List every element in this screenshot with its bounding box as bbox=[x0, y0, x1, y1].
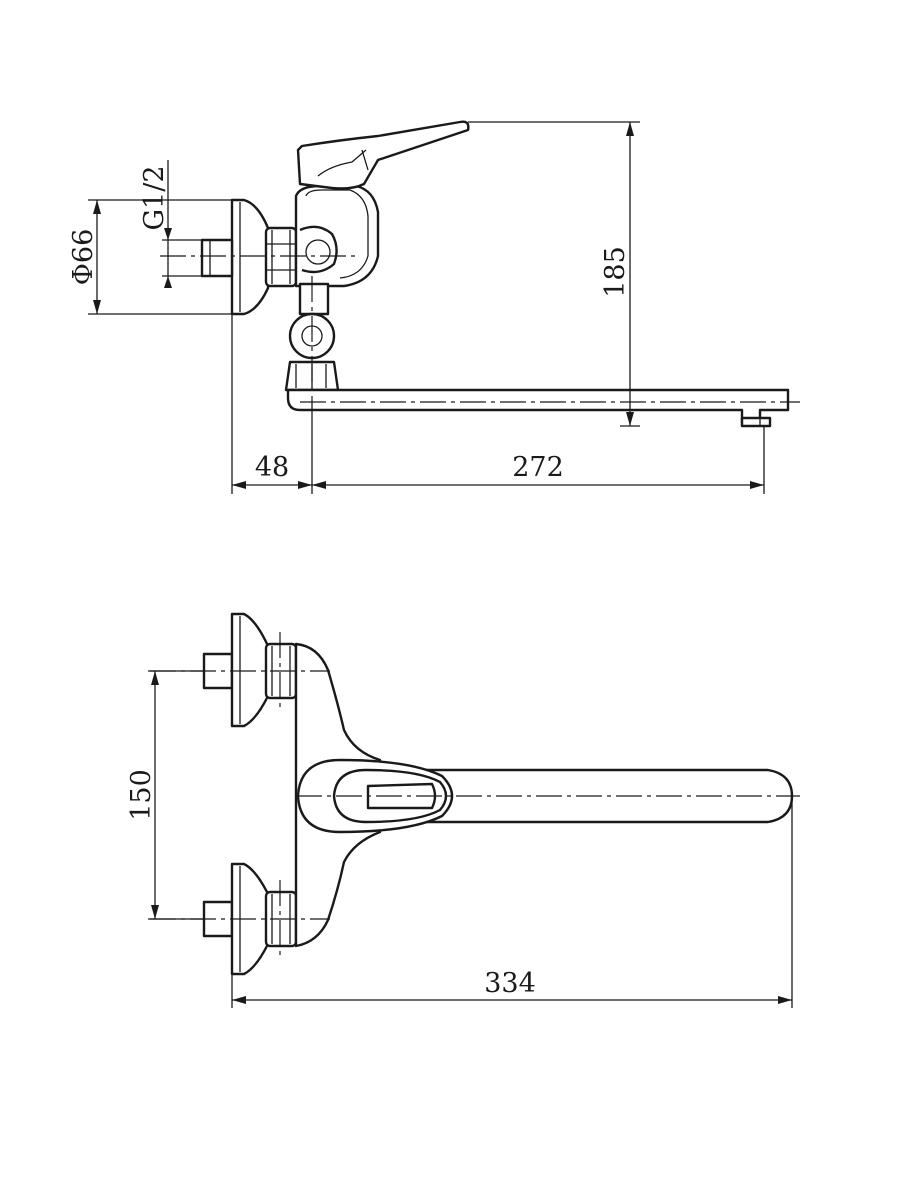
wall-flange bbox=[230, 198, 270, 316]
dim-horizontal: 48 272 bbox=[231, 314, 765, 494]
coupling-nut bbox=[264, 226, 298, 288]
height-label: 185 bbox=[600, 246, 631, 298]
spout bbox=[286, 388, 790, 428]
upper-inlet bbox=[202, 612, 298, 728]
dim-height: 185 bbox=[468, 121, 640, 427]
diverter-knob bbox=[299, 225, 338, 274]
spout-length-label: 272 bbox=[512, 452, 564, 483]
dim-diameter: Φ66 bbox=[68, 199, 232, 315]
top-view: 150 334 bbox=[126, 612, 800, 1008]
dim-spacing: 150 bbox=[126, 670, 204, 920]
offset-label: 48 bbox=[255, 452, 289, 483]
total-length-label: 334 bbox=[484, 968, 536, 999]
spacing-label: 150 bbox=[126, 769, 157, 821]
thread-label: G1/2 bbox=[139, 165, 170, 230]
diameter-label: Φ66 bbox=[68, 229, 99, 286]
dim-total: 334 bbox=[231, 796, 793, 1008]
dim-thread: G1/2 bbox=[139, 160, 202, 288]
lever-handle bbox=[296, 120, 470, 190]
side-view: Φ66 G1/2 185 bbox=[68, 120, 800, 494]
inlet-nipple bbox=[200, 238, 234, 278]
